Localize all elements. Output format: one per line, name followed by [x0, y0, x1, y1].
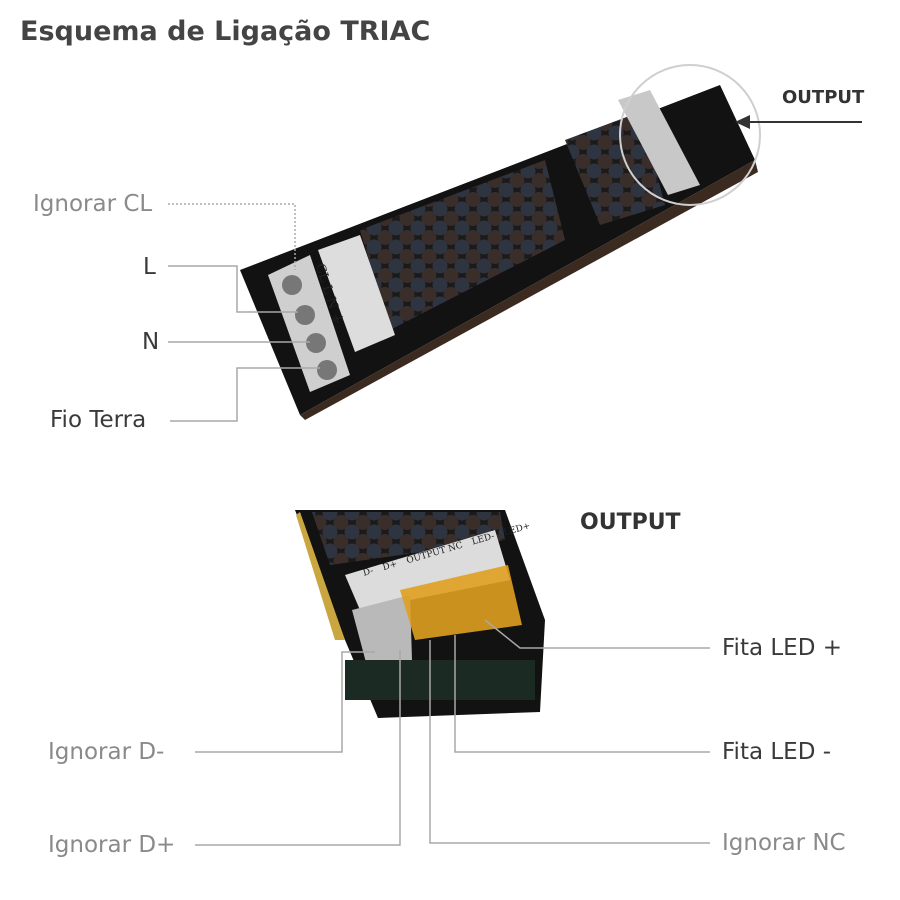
label-ignorar-nc: Ignorar NC [722, 830, 846, 856]
bottom-leader-lines [195, 619, 710, 846]
label-l: L [143, 254, 156, 280]
label-ignorar-d-minus: Ignorar D- [48, 739, 165, 765]
output-label-bottom: OUTPUT [580, 510, 681, 535]
output-highlight-circle [619, 64, 761, 206]
label-n: N [142, 329, 160, 355]
arrow-head-icon [735, 115, 750, 129]
power-supply-bottom [295, 510, 545, 718]
label-fita-led-plus: Fita LED + [722, 635, 843, 661]
label-ignorar-cl: Ignorar CL [33, 191, 153, 217]
page-title: Esquema de Ligação TRIAC [20, 16, 431, 47]
label-fita-led-minus: Fita LED - [722, 739, 832, 765]
marking-l: L [318, 283, 336, 297]
top-leader-lines [168, 203, 320, 422]
output-label-top: OUTPUT [782, 87, 865, 108]
marking-n: N [322, 295, 341, 311]
power-supply-top [240, 85, 758, 420]
label-fio-terra: Fio Terra [50, 407, 147, 433]
label-ignorar-d-plus: Ignorar D+ [48, 832, 176, 858]
